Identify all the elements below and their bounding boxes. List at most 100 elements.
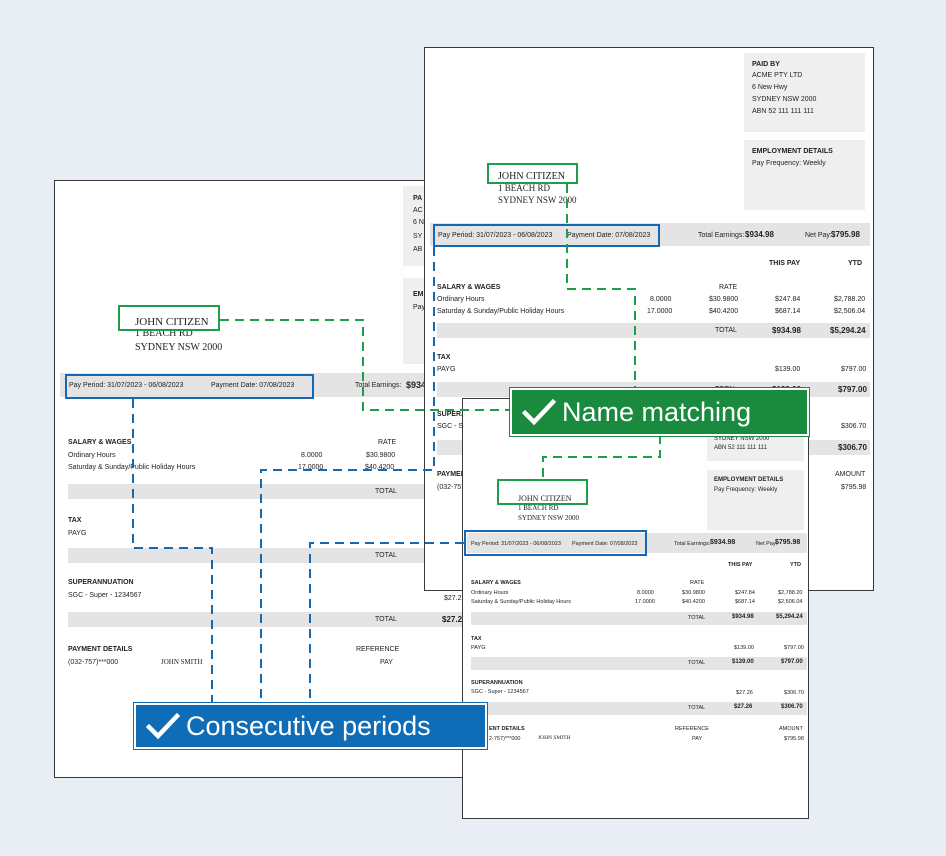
super-row-label: SGC - Super - 1234567 (68, 592, 142, 599)
payee-street: 1 BEACH RD (498, 183, 551, 193)
tax-row-ytd: $797.00 (784, 645, 804, 651)
tax-heading: TAX (68, 517, 82, 524)
super-total-this-pay: $27.26 (734, 704, 753, 710)
tax-total-label: TOTAL (688, 660, 706, 666)
rate-column: RATE (690, 580, 705, 586)
name-highlight-front (497, 479, 588, 505)
amount-column: AMOUNT (835, 471, 866, 478)
net-pay-value: $795.98 (775, 539, 801, 546)
salary-row-label: Saturday & Sunday/Public Holiday Hours (68, 464, 196, 471)
super-total-value: $27.2 (442, 615, 463, 624)
rate-column: RATE (719, 284, 738, 291)
rate-column: RATE (378, 439, 397, 446)
salary-heading: SALARY & WAGES (437, 284, 501, 291)
super-heading: SUPERANNUATION (471, 680, 523, 686)
total-earnings-value: $934.98 (710, 539, 736, 546)
tax-row-label: PAYG (471, 645, 486, 651)
payer-street: 6 N (413, 219, 424, 226)
tax-heading: TAX (471, 636, 482, 642)
salary-row-label: Ordinary Hours (68, 452, 116, 459)
salary-row-label: Saturday & Sunday/Public Holiday Hours (437, 308, 565, 315)
employment-frequency: Pay Frequency: Weekly (714, 487, 778, 493)
salary-row-this-pay: $247.84 (775, 296, 801, 303)
payer-company: ACME PTY LTD (752, 72, 803, 79)
payer-city: SYDNEY NSW 2000 (752, 96, 817, 103)
name-connector (566, 184, 636, 388)
employment-frequency: Pay Frequency: Weekly (752, 160, 826, 167)
period-connector (260, 247, 435, 703)
salary-row-qty: 17.0000 (298, 464, 324, 471)
tax-total-bar (471, 657, 807, 670)
total-earnings-label: Total Earnings: (674, 541, 711, 547)
payment-account: 2-757)***000 (489, 736, 521, 742)
total-earnings-value: $934 (406, 380, 427, 390)
tax-row-this-pay: $139.00 (775, 366, 801, 373)
employment-heading: EMPLOYMENT DETAILS (714, 477, 784, 483)
tax-total-ytd: $797.00 (838, 385, 867, 394)
salary-total-this-pay: $934.98 (732, 614, 754, 620)
name-matching-label: Name matching (562, 396, 752, 427)
payer-city: SY (413, 233, 423, 240)
payment-heading: PAYMEN (437, 471, 466, 478)
payee-city: SYDNEY NSW 2000 (498, 195, 577, 205)
salary-total-ytd: $5,294.24 (776, 614, 803, 620)
employment-heading: EMPLOYMENT DETAILS (752, 148, 833, 155)
reference-column: REFERENCE (675, 726, 709, 732)
period-connector (132, 399, 213, 703)
tax-row-ytd: $797.00 (841, 366, 867, 373)
salary-row-this-pay: $247.84 (735, 590, 755, 596)
salary-row-rate: $30.9800 (709, 296, 739, 303)
super-this-pay: $27.2 (444, 595, 462, 602)
paid-by-label: PAID BY (752, 61, 780, 68)
super-total-ytd: $306.70 (781, 704, 803, 710)
salary-total-bar (68, 484, 487, 499)
payer-street: 6 New Hwy (752, 84, 788, 91)
salary-row-label: Saturday & Sunday/Public Holiday Hours (471, 599, 571, 605)
period-highlight-right (433, 224, 660, 247)
amount-column: AMOUNT (779, 726, 803, 732)
salary-row-rate: $40.4200 (365, 464, 395, 471)
payment-name: JOHN SMITH (161, 658, 203, 666)
tax-row-label: PAYG (68, 530, 87, 537)
salary-row-this-pay: $687.14 (775, 308, 801, 315)
name-connector (220, 319, 510, 411)
pay-period: Pay Period: 31/07/2023 - 06/08/2023 (69, 382, 184, 389)
employment-panel (707, 470, 804, 530)
super-total-label: TOTAL (375, 616, 397, 623)
super-total-bar (471, 702, 807, 715)
period-highlight-front (464, 530, 647, 556)
period-bar (60, 373, 487, 397)
this-pay-column: THIS PAY (728, 562, 753, 568)
period-connector (309, 542, 464, 703)
payment-date: Payment Date: 07/08/2023 (567, 232, 651, 239)
name-highlight-left (118, 305, 220, 331)
reference-column: REFERENCE (356, 646, 400, 653)
salary-row-qty: 17.0000 (647, 308, 673, 315)
salary-row-qty: 8.0000 (301, 452, 323, 459)
salary-heading: SALARY & WAGES (68, 439, 132, 446)
salary-row-ytd: $2,506.04 (778, 599, 803, 605)
payment-amount: $795.98 (784, 736, 804, 742)
net-pay-label: Net Pay: (756, 541, 778, 547)
tax-total-label: TOTAL (375, 552, 397, 559)
payment-heading: ENT DETAILS (489, 726, 525, 732)
payee-name: JOHN CITIZEN (498, 171, 565, 182)
ytd-column: YTD (848, 260, 862, 267)
tax-row-label: PAYG (437, 366, 456, 373)
super-total-label: TOTAL (688, 705, 706, 711)
pay-period: Pay Period: 31/07/2023 - 06/08/2023 (471, 541, 561, 547)
salary-row-rate: $40.4200 (709, 308, 739, 315)
total-earnings-label: Total Earnings: (698, 232, 745, 239)
salary-total-ytd: $5,294.24 (830, 326, 866, 335)
payee-name: JOHN CITIZEN (518, 494, 572, 503)
salary-row-qty: 8.0000 (637, 590, 654, 596)
salary-total-label: TOTAL (715, 327, 737, 334)
salary-row-ytd: $2,788.20 (778, 590, 803, 596)
salary-row-this-pay: $687.14 (735, 599, 755, 605)
net-pay-value: $795.98 (831, 230, 860, 239)
payee-city: SYDNEY NSW 2000 (518, 514, 580, 522)
payment-account: (032-757)***000 (68, 659, 119, 666)
payer-company: AC (413, 207, 423, 214)
ytd-column: YTD (790, 562, 801, 568)
period-highlight-left (65, 374, 314, 399)
